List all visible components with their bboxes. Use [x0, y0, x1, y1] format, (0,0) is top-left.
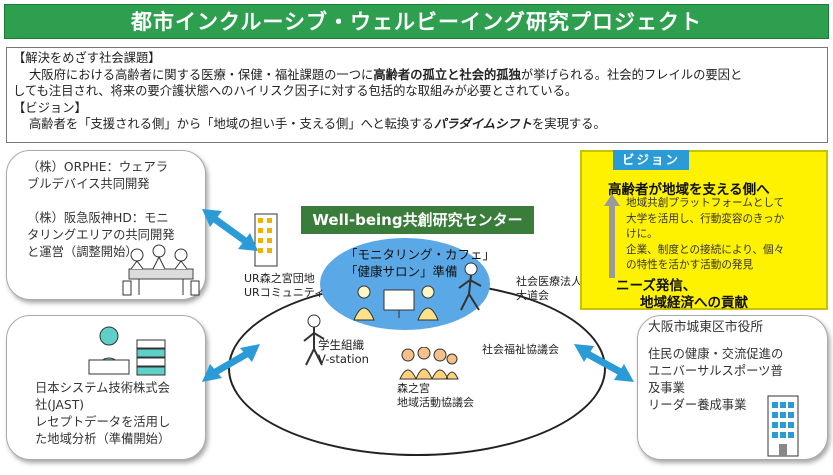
cafe-people-illustration — [353, 285, 439, 321]
arrow-top-left-icon — [202, 209, 258, 251]
partner-orphe-line2: ブルデバイス共同開発 — [27, 177, 150, 191]
ur-morinomiya: UR森之宮団地 — [244, 272, 315, 285]
city-office-name: 大阪市城東区市役所 — [648, 320, 764, 335]
daidokai-line1: 社会医療法人 — [516, 275, 582, 288]
vision-box — [580, 150, 828, 310]
intro-box: 【解決をめざす社会課題】 大阪府における高齢者に関する医療・保健・福祉課題の一つ… — [6, 47, 828, 143]
monitoring-cafe-label: 「モニタリング・カフェ」 — [345, 247, 496, 262]
partner-orphe-line1: （株）ORPHE：ウェアラ — [27, 160, 169, 174]
city-line2: 住民の健康・交流促進の — [648, 347, 784, 361]
daidokai-line2: 大道会 — [516, 289, 549, 302]
city-line5: リーダー養成事業 — [648, 398, 747, 412]
jast-line1: 日本システム技術株式会 — [35, 381, 170, 395]
page-title: 都市インクルーシブ・ウェルビーイング研究プロジェクト — [4, 4, 829, 39]
partner-card-jast: 日本システム技術株式会 社(JAST) レセプトデータを活用し た地域分析（準備… — [6, 315, 206, 460]
vision-emphasis: パラダイムシフト — [433, 117, 532, 131]
daidokai-label: 社会医療法人 大道会 — [516, 275, 582, 303]
vision-text-a: 高齢者を「支援される側」から「地域の担い手・支える側」へと転換する — [29, 117, 434, 131]
partner-card-city-office: 大阪市城東区市役所 住民の健康・交流促進の ユニバーサルスポーツ普 及事業 リー… — [637, 315, 828, 460]
vision-body-2: 大学を活用し、行動変容のきっか — [626, 212, 785, 225]
vision-box-body: 地域共創プラットフォームとして 大学を活用し、行動変容のきっか けに。 企業、制… — [626, 196, 822, 274]
vision-heading: 【ビジョン】 — [13, 100, 87, 115]
walking-person-icon — [458, 262, 482, 311]
up-arrow-icon — [604, 194, 620, 278]
vision-body-1: 地域共創プラットフォームとして — [626, 197, 785, 209]
arrow-bottom-left-icon — [202, 344, 260, 382]
issue-line-2: しても注目され、将来の要介護状態へのハイリスク因子に対する包括的な取組みが必要と… — [13, 84, 578, 98]
vision-body-4: 企業、制度との接続により、個々 — [626, 243, 785, 256]
arrow-bottom-right-icon — [574, 344, 634, 382]
vision-line: 高齢者を「支援される側」から「地域の担い手・支える側」へと転換するパラダイムシフ… — [13, 116, 821, 133]
local-council-label: 森之宮 地域活動協議会 — [397, 382, 474, 410]
vision-tag: ビジョン — [613, 150, 689, 170]
issue-heading: 【解決をめざす社会課題】 — [13, 51, 161, 65]
apartment-building-icon — [254, 213, 278, 267]
ur-community: URコミュニティ — [244, 286, 326, 299]
partner-hankyu-line2: タリングエリアの共同開発 — [27, 228, 175, 242]
partner-hankyu-line1: （株）阪急阪神HD：モニ — [27, 211, 169, 225]
vision-box-heading: 高齢者が地域を支える側へ — [608, 182, 770, 198]
vision-text-b: を実現する。 — [531, 117, 606, 131]
local-line1: 森之宮 — [397, 382, 430, 395]
partner-hankyu-line3: と運営（調整開始） — [27, 245, 138, 259]
issue-text-a: 大阪府における高齢者に関する医療・保健・福祉課題の一つに — [29, 67, 374, 82]
city-line3: ユニバーサルスポーツ普 — [648, 364, 783, 378]
issue-line-1: 大阪府における高齢者に関する医療・保健・福祉課題の一つに高齢者の孤立と社会的孤独… — [13, 67, 821, 84]
vision-body-5: の特性を活かす活動の発見 — [626, 259, 754, 271]
meeting-illustration — [122, 244, 200, 296]
student-line2: V-station — [318, 352, 369, 366]
vision-body-3: けに。 — [626, 228, 658, 240]
partner-card-companies: （株）ORPHE：ウェアラ ブルデバイス共同開発 （株）阪急阪神HD：モニ タリ… — [6, 150, 206, 300]
ur-label: UR森之宮団地 URコミュニティ — [244, 272, 325, 300]
jast-line3: レセプトデータを活用し — [35, 415, 171, 429]
person-with-laptop-icon — [88, 326, 166, 376]
group-people-icon — [399, 347, 459, 380]
local-line2: 地域活動協議会 — [397, 396, 474, 409]
vision-foot-1: ニーズ発信、 — [616, 278, 697, 294]
cafe-oval — [320, 238, 490, 330]
issue-emphasis: 高齢者の孤立と社会的孤独 — [373, 67, 521, 82]
office-building-icon — [767, 395, 799, 457]
jast-line2: 社(JAST) — [35, 398, 85, 412]
student-icon — [303, 314, 325, 366]
student-line1: 学生組織 — [318, 338, 364, 352]
vision-foot-2: 地域経済への貢献 — [640, 295, 748, 311]
city-line4: 及事業 — [648, 381, 685, 395]
cafe-text: 「モニタリング・カフェ」 「健康サロン」準備 — [345, 246, 495, 280]
student-label: 学生組織 V-station — [318, 338, 369, 366]
health-salon-label: 「健康サロン」準備 — [345, 264, 458, 279]
jast-line4: た地域分析（準備開始） — [35, 432, 171, 446]
issue-text-b: が挙げられる。社会的フレイルの要因と — [520, 67, 743, 82]
center-label: Well-being共創研究センター — [301, 206, 534, 234]
council-label: 社会福祉協議会 — [482, 343, 559, 356]
